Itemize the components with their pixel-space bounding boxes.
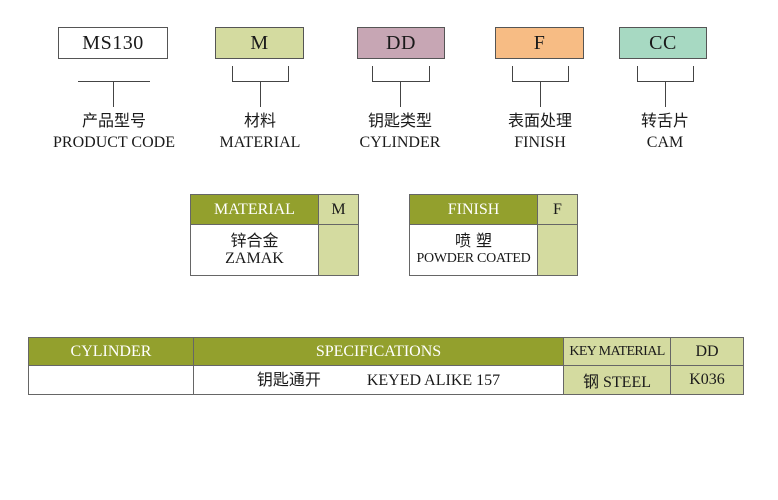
bracket-cylinder bbox=[372, 81, 430, 82]
code-box-finish: F bbox=[495, 27, 584, 59]
bracket-cylinder-left bbox=[372, 66, 373, 81]
bracket-finish-left bbox=[512, 66, 513, 81]
code-box-product: MS130 bbox=[58, 27, 168, 59]
label-material-zh: 材料 bbox=[243, 111, 276, 130]
finish-table-code: F bbox=[537, 194, 578, 225]
key-material-zh: 钢 bbox=[582, 372, 599, 391]
label-finish-zh: 表面处理 bbox=[507, 111, 572, 130]
label-material: 材料 MATERIAL bbox=[210, 110, 310, 154]
bracket-finish-right bbox=[568, 66, 569, 81]
spec-cell-key-material: 钢 STEEL bbox=[563, 365, 671, 395]
label-product-code: 产品型号 PRODUCT CODE bbox=[44, 110, 184, 154]
label-finish-en: FINISH bbox=[514, 134, 566, 151]
label-cylinder-zh: 钥匙类型 bbox=[367, 111, 432, 130]
label-cylinder: 钥匙类型 CYLINDER bbox=[350, 110, 450, 154]
stem-material bbox=[260, 81, 261, 107]
spec-header-cylinder: CYLINDER bbox=[28, 337, 194, 366]
spec-header-specifications: SPECIFICATIONS bbox=[193, 337, 564, 366]
bracket-product bbox=[78, 81, 150, 82]
spec-header-dd: DD bbox=[670, 337, 744, 366]
material-table-header: MATERIAL bbox=[190, 194, 319, 225]
material-table-code-cell bbox=[318, 224, 359, 276]
stem-product bbox=[113, 81, 114, 107]
label-cam: 转舌片 CAM bbox=[615, 110, 715, 154]
bracket-cam-right bbox=[693, 66, 694, 81]
finish-table-header: FINISH bbox=[409, 194, 538, 225]
material-table-code: M bbox=[318, 194, 359, 225]
spec-table: CYLINDER SPECIFICATIONS KEY MATERIAL DD … bbox=[28, 337, 744, 395]
label-product-code-zh: 产品型号 bbox=[81, 111, 146, 130]
label-cam-en: CAM bbox=[646, 134, 684, 151]
material-table-value: 锌合金 ZAMAK bbox=[190, 224, 319, 276]
spec-value-zh: 钥匙通开 bbox=[256, 369, 321, 389]
material-value-zh: 锌合金 bbox=[230, 231, 279, 250]
finish-table-code-cell bbox=[537, 224, 578, 276]
bracket-cylinder-right bbox=[429, 66, 430, 81]
label-material-en: MATERIAL bbox=[219, 134, 301, 151]
label-product-code-en: PRODUCT CODE bbox=[53, 134, 175, 151]
spec-cell-specifications: 钥匙通开 KEYED ALIKE 157 bbox=[193, 365, 564, 395]
bracket-material-left bbox=[232, 66, 233, 81]
finish-value-en: POWDER COATED bbox=[416, 251, 531, 266]
key-material-en: STEEL bbox=[603, 374, 651, 391]
label-cylinder-en: CYLINDER bbox=[359, 134, 441, 151]
bracket-material-right bbox=[288, 66, 289, 81]
finish-value-zh: 喷 塑 bbox=[454, 231, 493, 250]
spec-header-key-material: KEY MATERIAL bbox=[563, 337, 671, 366]
code-box-cam: CC bbox=[619, 27, 707, 59]
bracket-cam-left bbox=[637, 66, 638, 81]
spec-cell-cylinder bbox=[28, 365, 194, 395]
finish-table: FINISH F 喷 塑 POWDER COATED bbox=[409, 194, 578, 276]
code-box-material: M bbox=[215, 27, 304, 59]
stem-cam bbox=[665, 81, 666, 107]
finish-table-value: 喷 塑 POWDER COATED bbox=[409, 224, 538, 276]
stem-cylinder bbox=[400, 81, 401, 107]
code-box-cylinder: DD bbox=[357, 27, 445, 59]
label-cam-zh: 转舌片 bbox=[640, 111, 689, 130]
material-value-en: ZAMAK bbox=[225, 250, 284, 267]
label-finish: 表面处理 FINISH bbox=[490, 110, 590, 154]
spec-cell-code: K036 bbox=[670, 365, 744, 395]
material-table: MATERIAL M 锌合金 ZAMAK bbox=[190, 194, 359, 276]
stem-finish bbox=[540, 81, 541, 107]
spec-value-en: KEYED ALIKE 157 bbox=[366, 371, 501, 389]
